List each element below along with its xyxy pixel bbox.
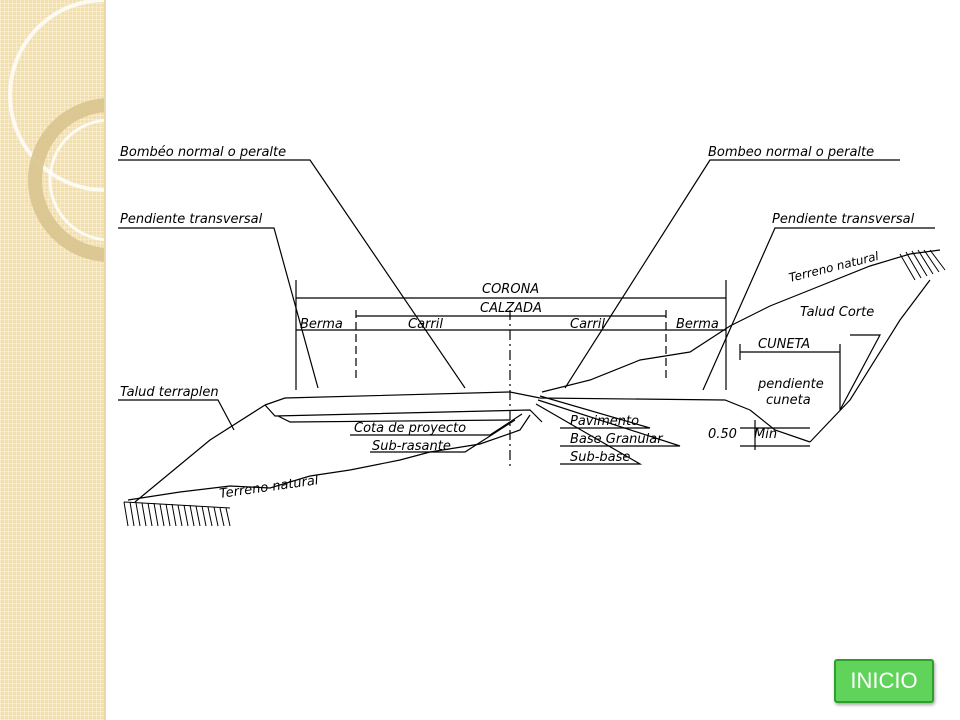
talud-corte-line [809, 279, 931, 443]
inicio-button[interactable]: INICIO [834, 659, 934, 703]
leader-bombeo-left [118, 159, 466, 389]
terrain-hatch-right [899, 249, 946, 281]
side-panel-edge [104, 0, 106, 720]
leader-pendiente-right [702, 227, 935, 391]
label-carril-right: Carril [570, 317, 605, 332]
talud-terraplen-line [134, 404, 266, 503]
leader-sub-base [535, 403, 643, 465]
road-base [264, 404, 543, 423]
leader-pavimento [539, 395, 651, 429]
label-bombeo-right: Bombeo normal o peralte [708, 145, 874, 160]
decorative-rings [8, 0, 106, 262]
leader-cota [350, 413, 523, 436]
leader-base [537, 399, 681, 447]
cuneta-dimension [739, 344, 841, 410]
label-sub-base: Sub-base [570, 450, 630, 465]
label-pendiente-left: Pendiente transversal [120, 212, 263, 227]
label-pendiente-cuneta-1: pendiente [757, 377, 824, 392]
terreno-natural-left [127, 414, 531, 501]
min-dimension [740, 420, 810, 450]
label-min-value: 0.50 [708, 427, 737, 442]
label-pendiente-cuneta-2: cuneta [766, 393, 811, 408]
label-cota-proyecto: Cota de proyecto [354, 421, 466, 436]
label-cuneta: CUNETA [758, 337, 810, 352]
road-sub-base [277, 415, 511, 423]
cuneta-line [749, 409, 811, 443]
road-surface [264, 391, 751, 411]
label-berma-left: Berma [300, 317, 343, 332]
label-min: Min [754, 427, 777, 442]
road-cross-section-diagram: Bombéo normal o peralte Bombeo normal o … [118, 145, 946, 527]
label-base-granular: Base Granular [570, 432, 664, 447]
label-pavimento: Pavimento [570, 414, 639, 429]
terrain-hatch-left [123, 501, 231, 527]
label-carril-left: Carril [408, 317, 443, 332]
label-pendiente-right: Pendiente transversal [772, 212, 915, 227]
decorative-side-panel [0, 0, 106, 720]
label-talud-terraplen: Talud terraplen [120, 385, 219, 400]
label-terreno-natural-left: Terreno natural [218, 473, 319, 502]
label-corona: CORONA [482, 282, 539, 297]
leader-talud-terraplen [118, 399, 235, 431]
leader-pendiente-left [118, 227, 319, 389]
label-bombeo-left: Bombéo normal o peralte [120, 145, 286, 160]
label-berma-right: Berma [676, 317, 719, 332]
terreno-natural-right [541, 249, 941, 393]
leader-sub-rasante [370, 419, 516, 453]
label-sub-rasante: Sub-rasante [372, 439, 451, 454]
label-talud-corte: Talud Corte [800, 305, 874, 320]
label-calzada: CALZADA [480, 301, 542, 316]
leader-bombeo-right [564, 159, 900, 389]
